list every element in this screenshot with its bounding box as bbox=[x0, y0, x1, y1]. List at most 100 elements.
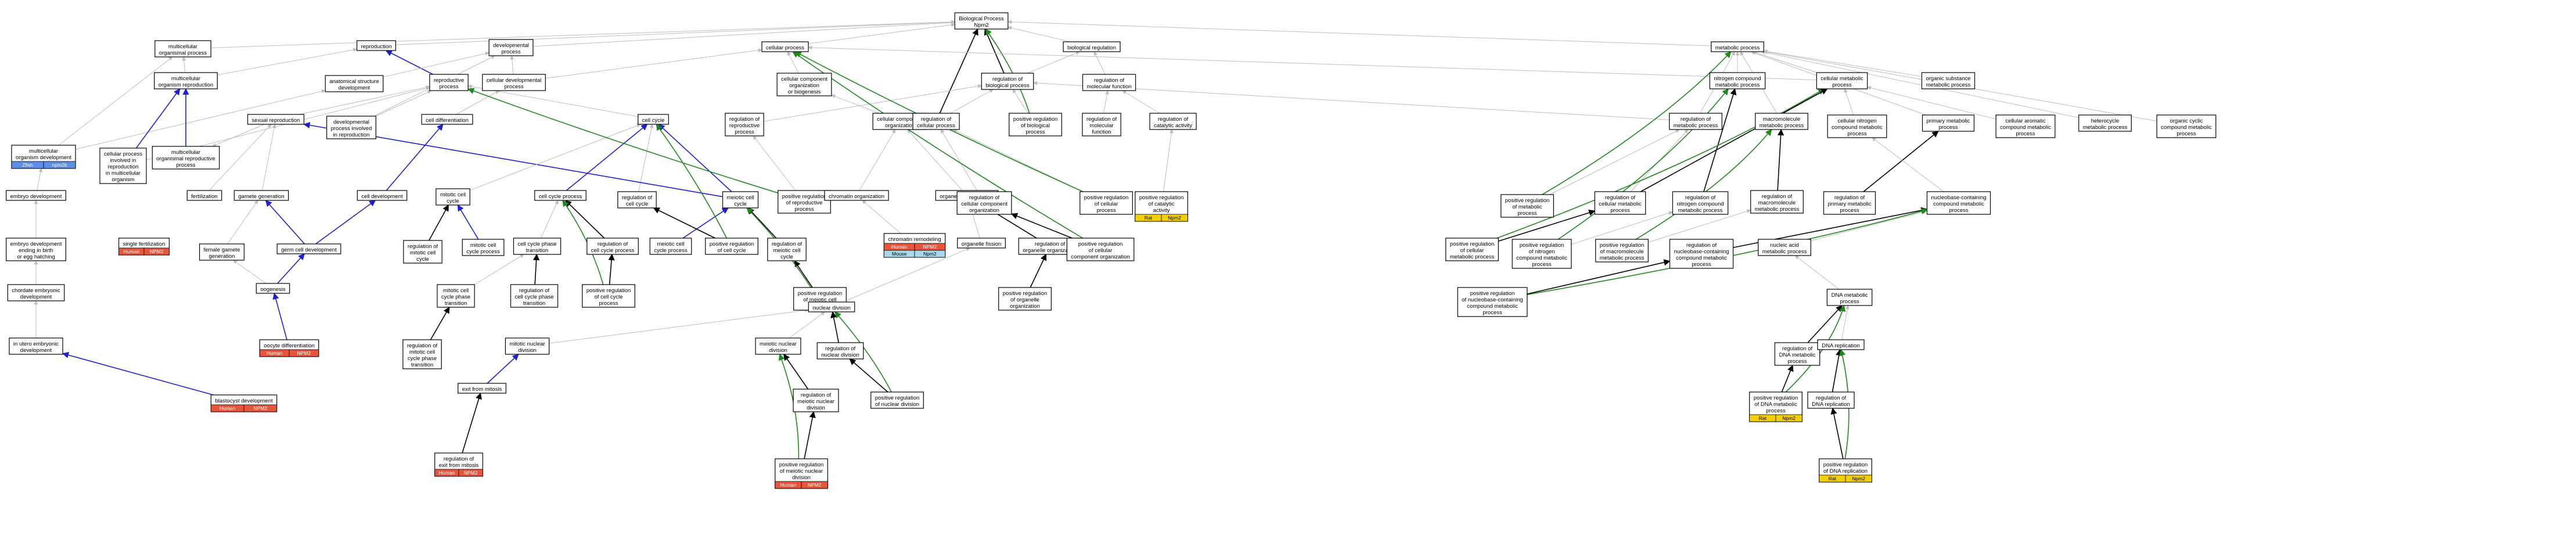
go-term-fertilization[interactable]: fertilization bbox=[186, 190, 222, 201]
go-term-cell-cycle-proc[interactable]: cell cycle process bbox=[534, 190, 587, 201]
go-term-cellular-process[interactable]: cellular process bbox=[761, 41, 809, 52]
go-term-biological-regulation[interactable]: biological regulation bbox=[1063, 41, 1121, 52]
go-term-dna-replication[interactable]: DNA replication bbox=[1817, 339, 1865, 350]
go-term-cell-diff[interactable]: cell differentiation bbox=[421, 114, 473, 125]
go-term-metabolic-process[interactable]: metabolic process bbox=[1711, 41, 1764, 52]
go-term-germ-cell-dev[interactable]: germ cell development bbox=[276, 243, 341, 254]
go-term-nuclear-division[interactable]: nuclear division bbox=[808, 301, 855, 312]
go-term-sexual-repro[interactable]: sexual reproduction bbox=[247, 114, 305, 125]
go-term-reproduction[interactable]: reproduction bbox=[356, 40, 397, 51]
go-term-organelle-fission[interactable]: organelle fission bbox=[957, 238, 1006, 249]
go-term-cell-cycle[interactable]: cell cycle bbox=[638, 114, 669, 125]
go-term-gamete-gen[interactable]: gamete generation bbox=[233, 190, 289, 201]
go-term-chromatin-org[interactable]: chromatin organization bbox=[824, 190, 889, 201]
go-term-exit-mitosis[interactable]: exit from mitosis bbox=[458, 383, 506, 394]
go-term-reg-nucleobase-met[interactable]: regulation ofnucleobase-containingcompou… bbox=[1669, 239, 1734, 269]
go-term-embryo-dev[interactable]: embryo development bbox=[6, 190, 66, 201]
go-term-cell-dev[interactable]: cell development bbox=[357, 190, 408, 201]
go-term-oogenesis[interactable]: oogenesis bbox=[256, 283, 290, 294]
